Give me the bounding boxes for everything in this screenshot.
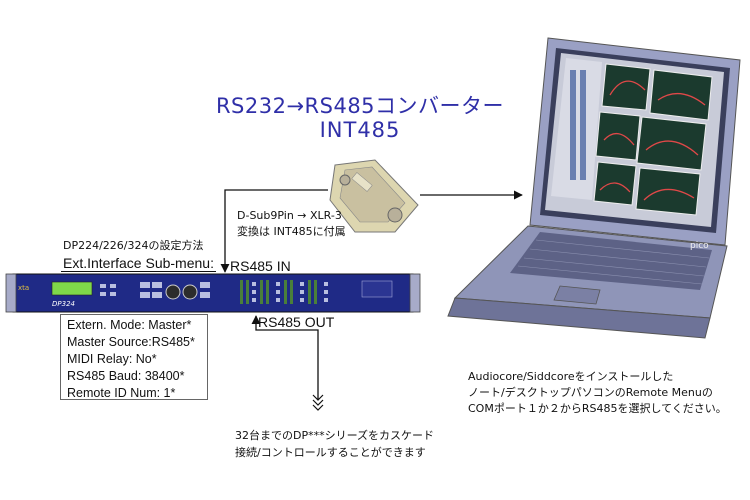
cascade-note-line: 接続/コントロールすることができます: [235, 446, 426, 459]
cascade-note: 32台までのDP***シリーズをカスケード 接続/コントロールすることができます: [235, 427, 434, 461]
arrow-rs485-out: [251, 315, 319, 400]
setting-line: Remote ID Num: 1*: [67, 386, 176, 400]
arrow-to-rs485-in: [220, 189, 328, 273]
laptop-note: Audiocore/Siddcoreをインストールした ノート/デスクトップパソ…: [468, 369, 727, 417]
setting-line: Extern. Mode: Master*: [67, 318, 192, 332]
converter-note-line: 変換は INT485に付属: [237, 225, 346, 238]
cascade-note-line: 32台までのDP***シリーズをカスケード: [235, 429, 435, 442]
rack-brand-logo: xta: [18, 284, 29, 292]
int485-converter: [329, 159, 419, 233]
page-subtitle: INT485: [319, 118, 401, 142]
converter-note-line: D-Sub9Pin → XLR-3: [237, 209, 342, 222]
converter-note: D-Sub9Pin → XLR-3 変換は INT485に付属: [237, 208, 346, 240]
cascade-continuation-dots: [312, 394, 324, 411]
setting-line: RS485 Baud: 38400*: [67, 369, 185, 383]
rs485-in-label: RS485 IN: [230, 258, 291, 274]
setting-line: Master Source:RS485*: [67, 335, 195, 349]
laptop-note-line: COMポート１か２からRS485を選択してください。: [468, 402, 727, 415]
connection-lines: [220, 189, 523, 400]
page-title: RS232→RS485コンバーター: [215, 94, 505, 118]
settings-panel: Extern. Mode: Master* Master Source:RS48…: [60, 314, 208, 400]
laptop-note-line: ノート/デスクトップパソコンのRemote Menuの: [468, 386, 713, 399]
laptop-screen: [545, 53, 724, 227]
setting-line: MIDI Relay: No*: [67, 352, 157, 366]
laptop-illustration: pico: [447, 37, 741, 339]
submenu-title: Ext.Interface Sub-menu:: [61, 255, 216, 272]
rack-processor: xta DP324: [5, 273, 421, 313]
rs485-out-label: RS485 OUT: [258, 314, 335, 330]
setup-heading: DP224/226/324の設定方法: [63, 239, 204, 252]
rack-model-label: DP324: [52, 300, 75, 308]
laptop-note-line: Audiocore/Siddcoreをインストールした: [468, 370, 674, 383]
rack-lcd: [51, 281, 93, 296]
laptop-brand: pico: [690, 241, 709, 251]
